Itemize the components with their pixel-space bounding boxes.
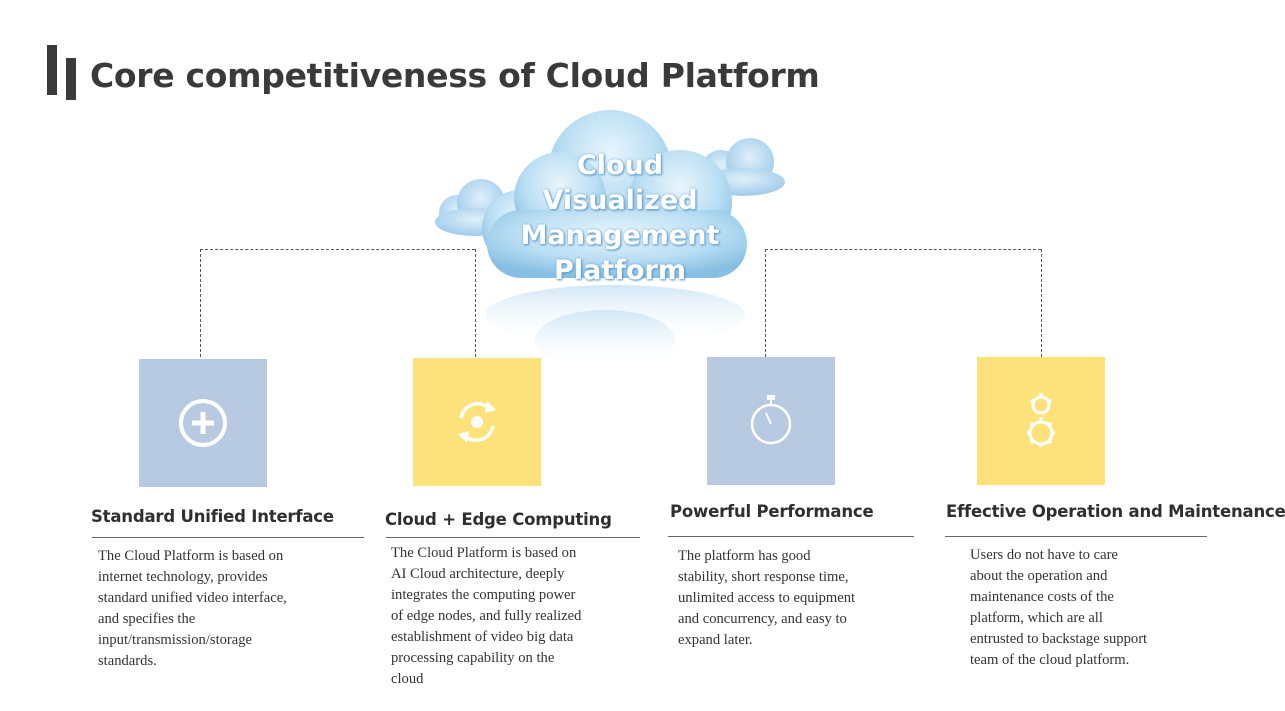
cloud-label-line-4: Platform	[554, 255, 686, 286]
stopwatch-icon	[750, 395, 792, 445]
card-standard-unified-interface	[139, 359, 267, 487]
desc-line: platform, which are all	[970, 610, 1103, 626]
desc-line: and specifies the	[98, 611, 196, 627]
cloud-reflection	[485, 285, 745, 370]
desc-line: unlimited access to equipment	[678, 590, 856, 606]
desc-line: maintenance costs of the	[970, 589, 1114, 605]
feature-desc-3: The platform has good stability, short r…	[678, 546, 855, 651]
desc-line: Users do not have to care	[970, 547, 1118, 563]
feature-title-2: Cloud + Edge Computing	[385, 510, 612, 529]
desc-line: processing capability on the	[391, 650, 555, 666]
connector-line-right-inner	[765, 249, 766, 357]
cloud-label-line-3: Management	[520, 220, 720, 251]
gears-icon	[1027, 393, 1055, 447]
feature-desc-2: The Cloud Platform is based on AI Cloud …	[391, 543, 581, 690]
desc-line: internet technology, provides	[98, 569, 268, 585]
title-accent-bar	[47, 45, 57, 95]
desc-line: The Cloud Platform is based on	[391, 545, 577, 561]
desc-line: input/transmission/storage	[98, 632, 253, 648]
card-powerful-performance	[707, 357, 835, 485]
card-cloud-edge-computing	[413, 358, 541, 486]
feature-title-4: Effective Operation and Maintenance	[946, 502, 1285, 521]
refresh-circle-icon	[458, 401, 496, 443]
feature-desc-1: The Cloud Platform is based on internet …	[98, 546, 287, 672]
feature-rule-2	[386, 537, 640, 538]
connector-line-left-inner	[475, 249, 476, 357]
desc-line: stability, short response time,	[678, 569, 849, 585]
feature-title-3: Powerful Performance	[670, 502, 874, 521]
desc-line: establishment of video big data	[391, 629, 574, 645]
feature-desc-4: Users do not have to care about the oper…	[970, 545, 1147, 671]
cloud-label-line-1: Cloud	[576, 150, 664, 181]
cloud-label-line-2: Visualized	[542, 185, 698, 216]
connector-line-right-drop	[1041, 249, 1042, 357]
feature-rule-3	[668, 536, 914, 537]
connector-line-right	[765, 249, 1041, 250]
desc-line: team of the cloud platform.	[970, 652, 1130, 668]
connector-line-left	[200, 249, 475, 250]
desc-line: of edge nodes, and fully realized	[391, 608, 582, 624]
desc-line: The Cloud Platform is based on	[98, 548, 284, 564]
card-effective-operation	[977, 357, 1105, 485]
desc-line: and concurrency, and easy to	[678, 611, 847, 627]
desc-line: integrates the computing power	[391, 587, 576, 603]
title-accent-bar-small	[66, 58, 76, 100]
desc-line: standards.	[98, 653, 157, 669]
connector-line-left-drop	[200, 249, 201, 357]
desc-line: entrusted to backstage support	[970, 631, 1148, 647]
feature-title-1: Standard Unified Interface	[91, 507, 334, 526]
cloud-label: Cloud Visualized Management Platform	[510, 148, 730, 288]
desc-line: cloud	[391, 671, 424, 687]
desc-line: The platform has good	[678, 548, 811, 564]
cloud-graphic	[435, 110, 785, 370]
top-band	[0, 0, 1285, 14]
feature-rule-4	[945, 536, 1207, 537]
desc-line: AI Cloud architecture, deeply	[391, 566, 565, 582]
feature-rule-1	[92, 537, 364, 538]
desc-line: about the operation and	[970, 568, 1108, 584]
main-cloud	[482, 110, 747, 278]
page-title: Core competitiveness of Cloud Platform	[90, 56, 820, 95]
plus-circle-icon	[179, 399, 227, 447]
desc-line: standard unified video interface,	[98, 590, 287, 606]
desc-line: expand later.	[678, 632, 753, 648]
